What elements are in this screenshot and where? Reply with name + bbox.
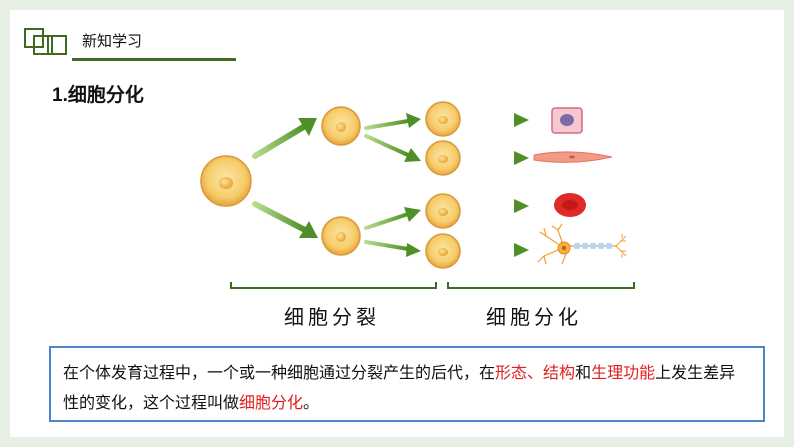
differentiation-arrow-1	[486, 113, 529, 127]
muscle-cell	[533, 151, 613, 163]
differentiation-arrow-4	[486, 243, 529, 257]
granddaughter-cell-3	[425, 193, 461, 229]
daughter-cell-lower	[321, 216, 361, 256]
section-title: 1.细胞分化	[52, 85, 144, 106]
header-underline	[72, 58, 236, 61]
granddaughter-cell-1	[425, 101, 461, 137]
highlight-function: 生理功能	[591, 363, 656, 382]
section-squares-icon	[24, 28, 67, 55]
daughter-cell-upper	[321, 106, 361, 146]
division-arrow-3	[364, 207, 421, 230]
highlight-separator: 、	[527, 363, 544, 382]
highlight-morphology: 形态	[495, 363, 528, 382]
division-arrow-down	[252, 201, 318, 238]
differentiation-arrow-2	[486, 151, 529, 165]
highlight-term: 细胞分化	[239, 393, 304, 412]
definition-text: 。	[303, 393, 320, 412]
division-bracket	[230, 282, 437, 289]
definition-text: 在个体发育过程中，一个或一种细胞通过分裂产生的后代，在	[63, 363, 496, 382]
division-label: 细胞分裂	[284, 305, 380, 329]
differentiation-bracket	[447, 282, 635, 289]
division-arrow-2	[364, 134, 421, 162]
granddaughter-cell-2	[425, 140, 461, 176]
definition-text: 上发生差异性的变化，这个过程叫做	[63, 363, 736, 412]
division-arrow-1	[364, 113, 421, 130]
definition-box: 在个体发育过程中，一个或一种细胞通过分裂产生的后代，在形态、结构和生理功能上发生…	[49, 346, 765, 422]
division-arrow-4	[364, 240, 421, 257]
differentiation-arrow-3	[486, 199, 529, 213]
granddaughter-cell-4	[425, 233, 461, 269]
highlight-structure: 结构	[543, 363, 576, 382]
epithelial-cell	[551, 107, 583, 134]
definition-text: 和	[575, 363, 592, 382]
header-title: 新知学习	[82, 32, 143, 50]
differentiation-label: 细胞分化	[486, 305, 582, 329]
red-blood-cell	[554, 193, 586, 217]
mother-cell	[200, 155, 252, 207]
division-arrow-up	[252, 118, 317, 159]
neuron-cell	[537, 223, 627, 265]
